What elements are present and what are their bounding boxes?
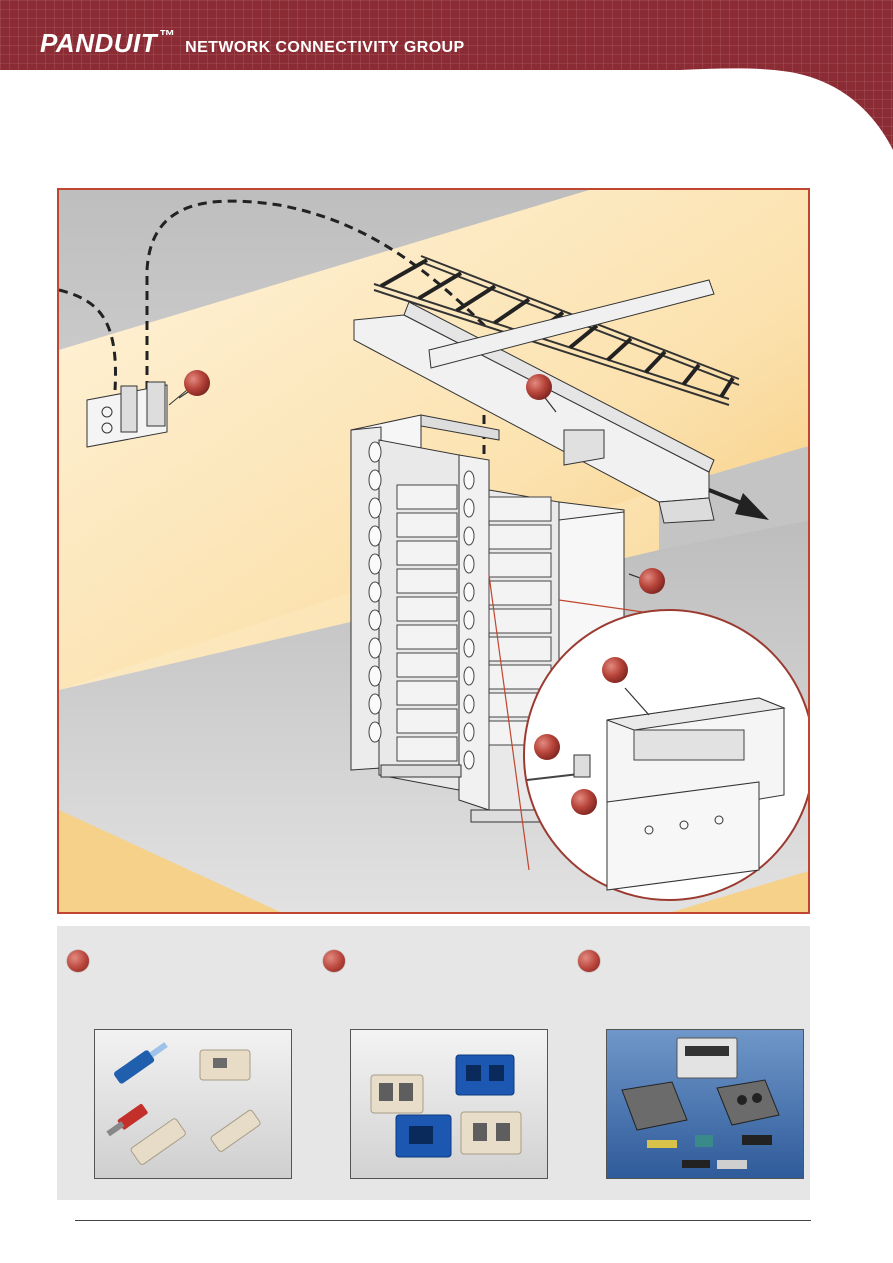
footer-rule — [75, 1220, 811, 1221]
product-panel — [57, 926, 810, 1200]
cable-ring — [463, 526, 475, 546]
product-marker-3 — [578, 950, 600, 972]
cable-ring — [463, 554, 475, 574]
cable-ring — [463, 498, 475, 518]
rack-panel — [396, 736, 458, 762]
product-marker-2 — [323, 950, 345, 972]
product-marker-1 — [67, 950, 89, 972]
ladder-rung — [606, 337, 633, 362]
brand-name: PANDUIT — [40, 28, 158, 58]
cable-route-left — [59, 288, 118, 391]
ladder-rung — [455, 284, 497, 313]
fiber-adapters-photo — [350, 1029, 548, 1179]
header-background — [0, 0, 893, 150]
accessories-image — [621, 1037, 780, 1169]
cable-ring — [463, 694, 475, 714]
callout-marker-rack — [639, 568, 665, 594]
cable-ring — [368, 693, 382, 715]
cable-ring — [463, 722, 475, 742]
ladder-rung — [568, 324, 599, 350]
rack-panel — [396, 596, 458, 622]
cable-ring — [368, 525, 382, 547]
fiber-connectors-photo — [94, 1029, 292, 1179]
direction-arrow — [708, 488, 769, 520]
enclosure-accessories-photo — [606, 1029, 804, 1179]
rack-panel — [488, 664, 552, 690]
rack-panel — [396, 568, 458, 594]
cable-ring — [368, 497, 382, 519]
ladder-rung — [643, 350, 667, 374]
cable-ring — [463, 582, 475, 602]
rack-panel — [396, 708, 458, 734]
rack-panel — [488, 608, 552, 634]
callout-marker-raceway — [526, 374, 552, 400]
callout-markers — [178, 370, 665, 815]
magnified-detail — [488, 574, 808, 901]
adapters-image — [370, 1054, 522, 1158]
callout-marker-outlet — [184, 370, 210, 396]
cable-ring — [368, 609, 382, 631]
cable-ring — [463, 610, 475, 630]
rack-panel — [396, 624, 458, 650]
cable-ring — [368, 665, 382, 687]
rack-panel — [396, 652, 458, 678]
rack-panel — [488, 552, 552, 578]
rack-panel — [396, 540, 458, 566]
rack-panel — [396, 680, 458, 706]
network-diagram-illustration — [57, 188, 810, 914]
ladder-rung — [681, 363, 701, 386]
ladder-rung — [493, 297, 531, 325]
cable-ring — [463, 638, 475, 658]
cable-ring — [368, 581, 382, 603]
trademark-symbol: ™ — [159, 28, 176, 45]
callout-marker-enclosure — [602, 657, 628, 683]
callout-marker-connector — [534, 734, 560, 760]
brand-tagline: NETWORK CONNECTIVITY GROUP — [185, 39, 465, 56]
rack-panel — [488, 580, 552, 606]
illustration-canvas — [59, 190, 808, 912]
ladder-rung — [719, 376, 735, 399]
rack-panel — [396, 512, 458, 538]
rack-cable-rings — [368, 441, 475, 770]
cable-ring — [463, 750, 475, 770]
cable-route-overhead — [145, 199, 491, 390]
ladder-rung — [417, 271, 463, 301]
callout-marker-adapter — [571, 789, 597, 815]
cable-ladder-rungs — [380, 258, 735, 399]
rack-panel — [488, 496, 552, 522]
rack-panel — [488, 524, 552, 550]
rack-panel — [396, 484, 458, 510]
cable-ring — [463, 470, 475, 490]
cable-ring — [368, 441, 382, 463]
wall-outlet-box — [86, 381, 188, 448]
cable-ring — [463, 666, 475, 686]
cable-ring — [368, 637, 382, 659]
cable-ring — [368, 553, 382, 575]
cable-ring — [368, 469, 382, 491]
ladder-rung — [380, 258, 428, 288]
overhead-raceway — [353, 279, 715, 524]
connectors-image — [106, 1042, 261, 1165]
cable-ring — [368, 721, 382, 743]
